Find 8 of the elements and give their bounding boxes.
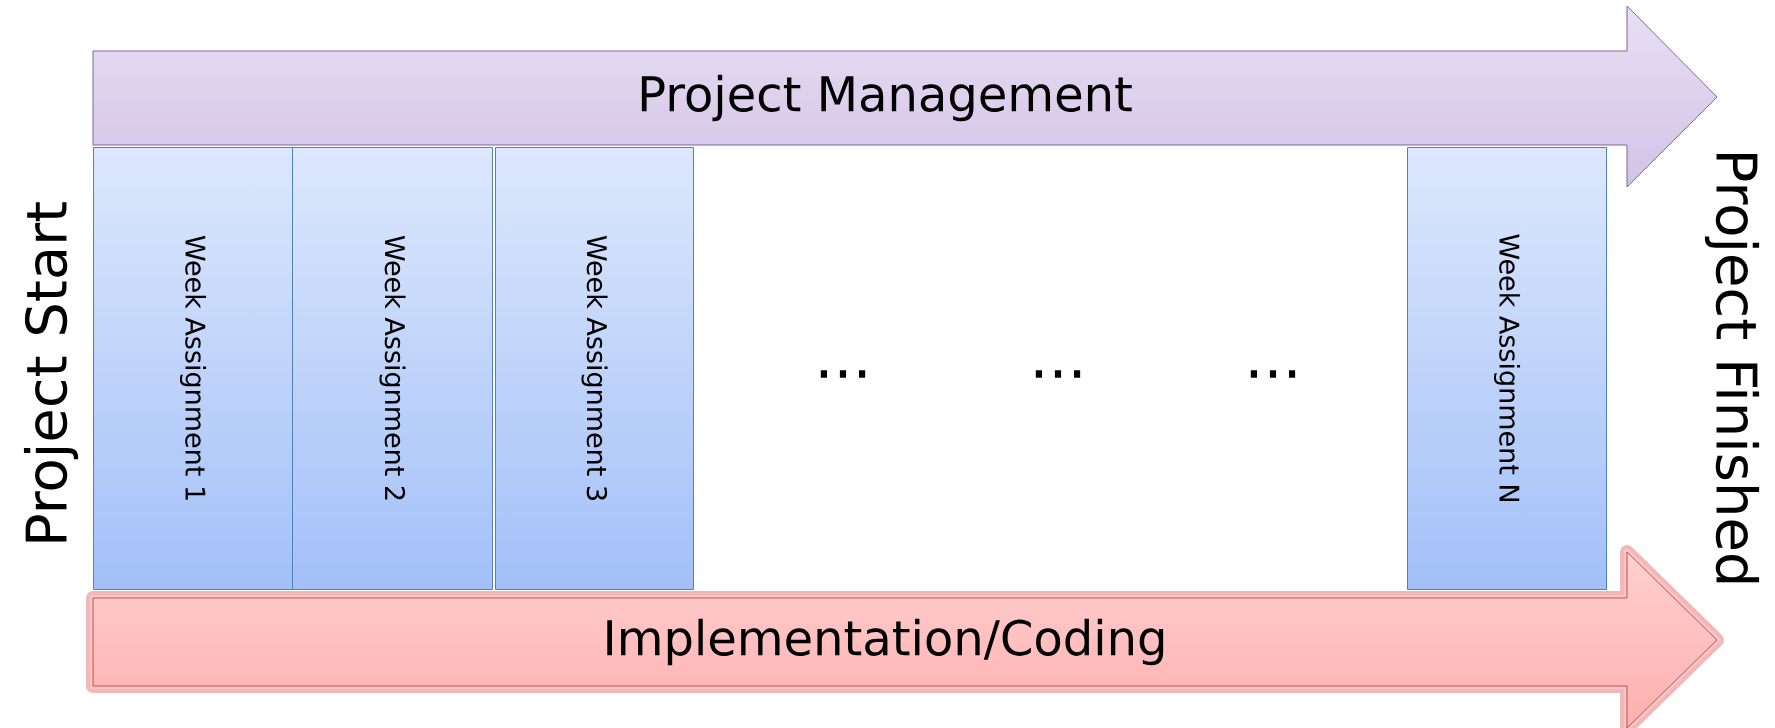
ellipsis: ... [1250, 370, 1296, 378]
ellipsis: ... [820, 370, 866, 378]
week-box: Week Assignment N [1407, 147, 1607, 590]
side-label: Project Start [23, 202, 79, 542]
ellipsis: ... [1035, 370, 1081, 378]
week-box: Week Assignment 2 [292, 147, 493, 590]
week-box: Week Assignment 1 [93, 147, 293, 590]
week-box: Week Assignment 3 [495, 147, 694, 590]
